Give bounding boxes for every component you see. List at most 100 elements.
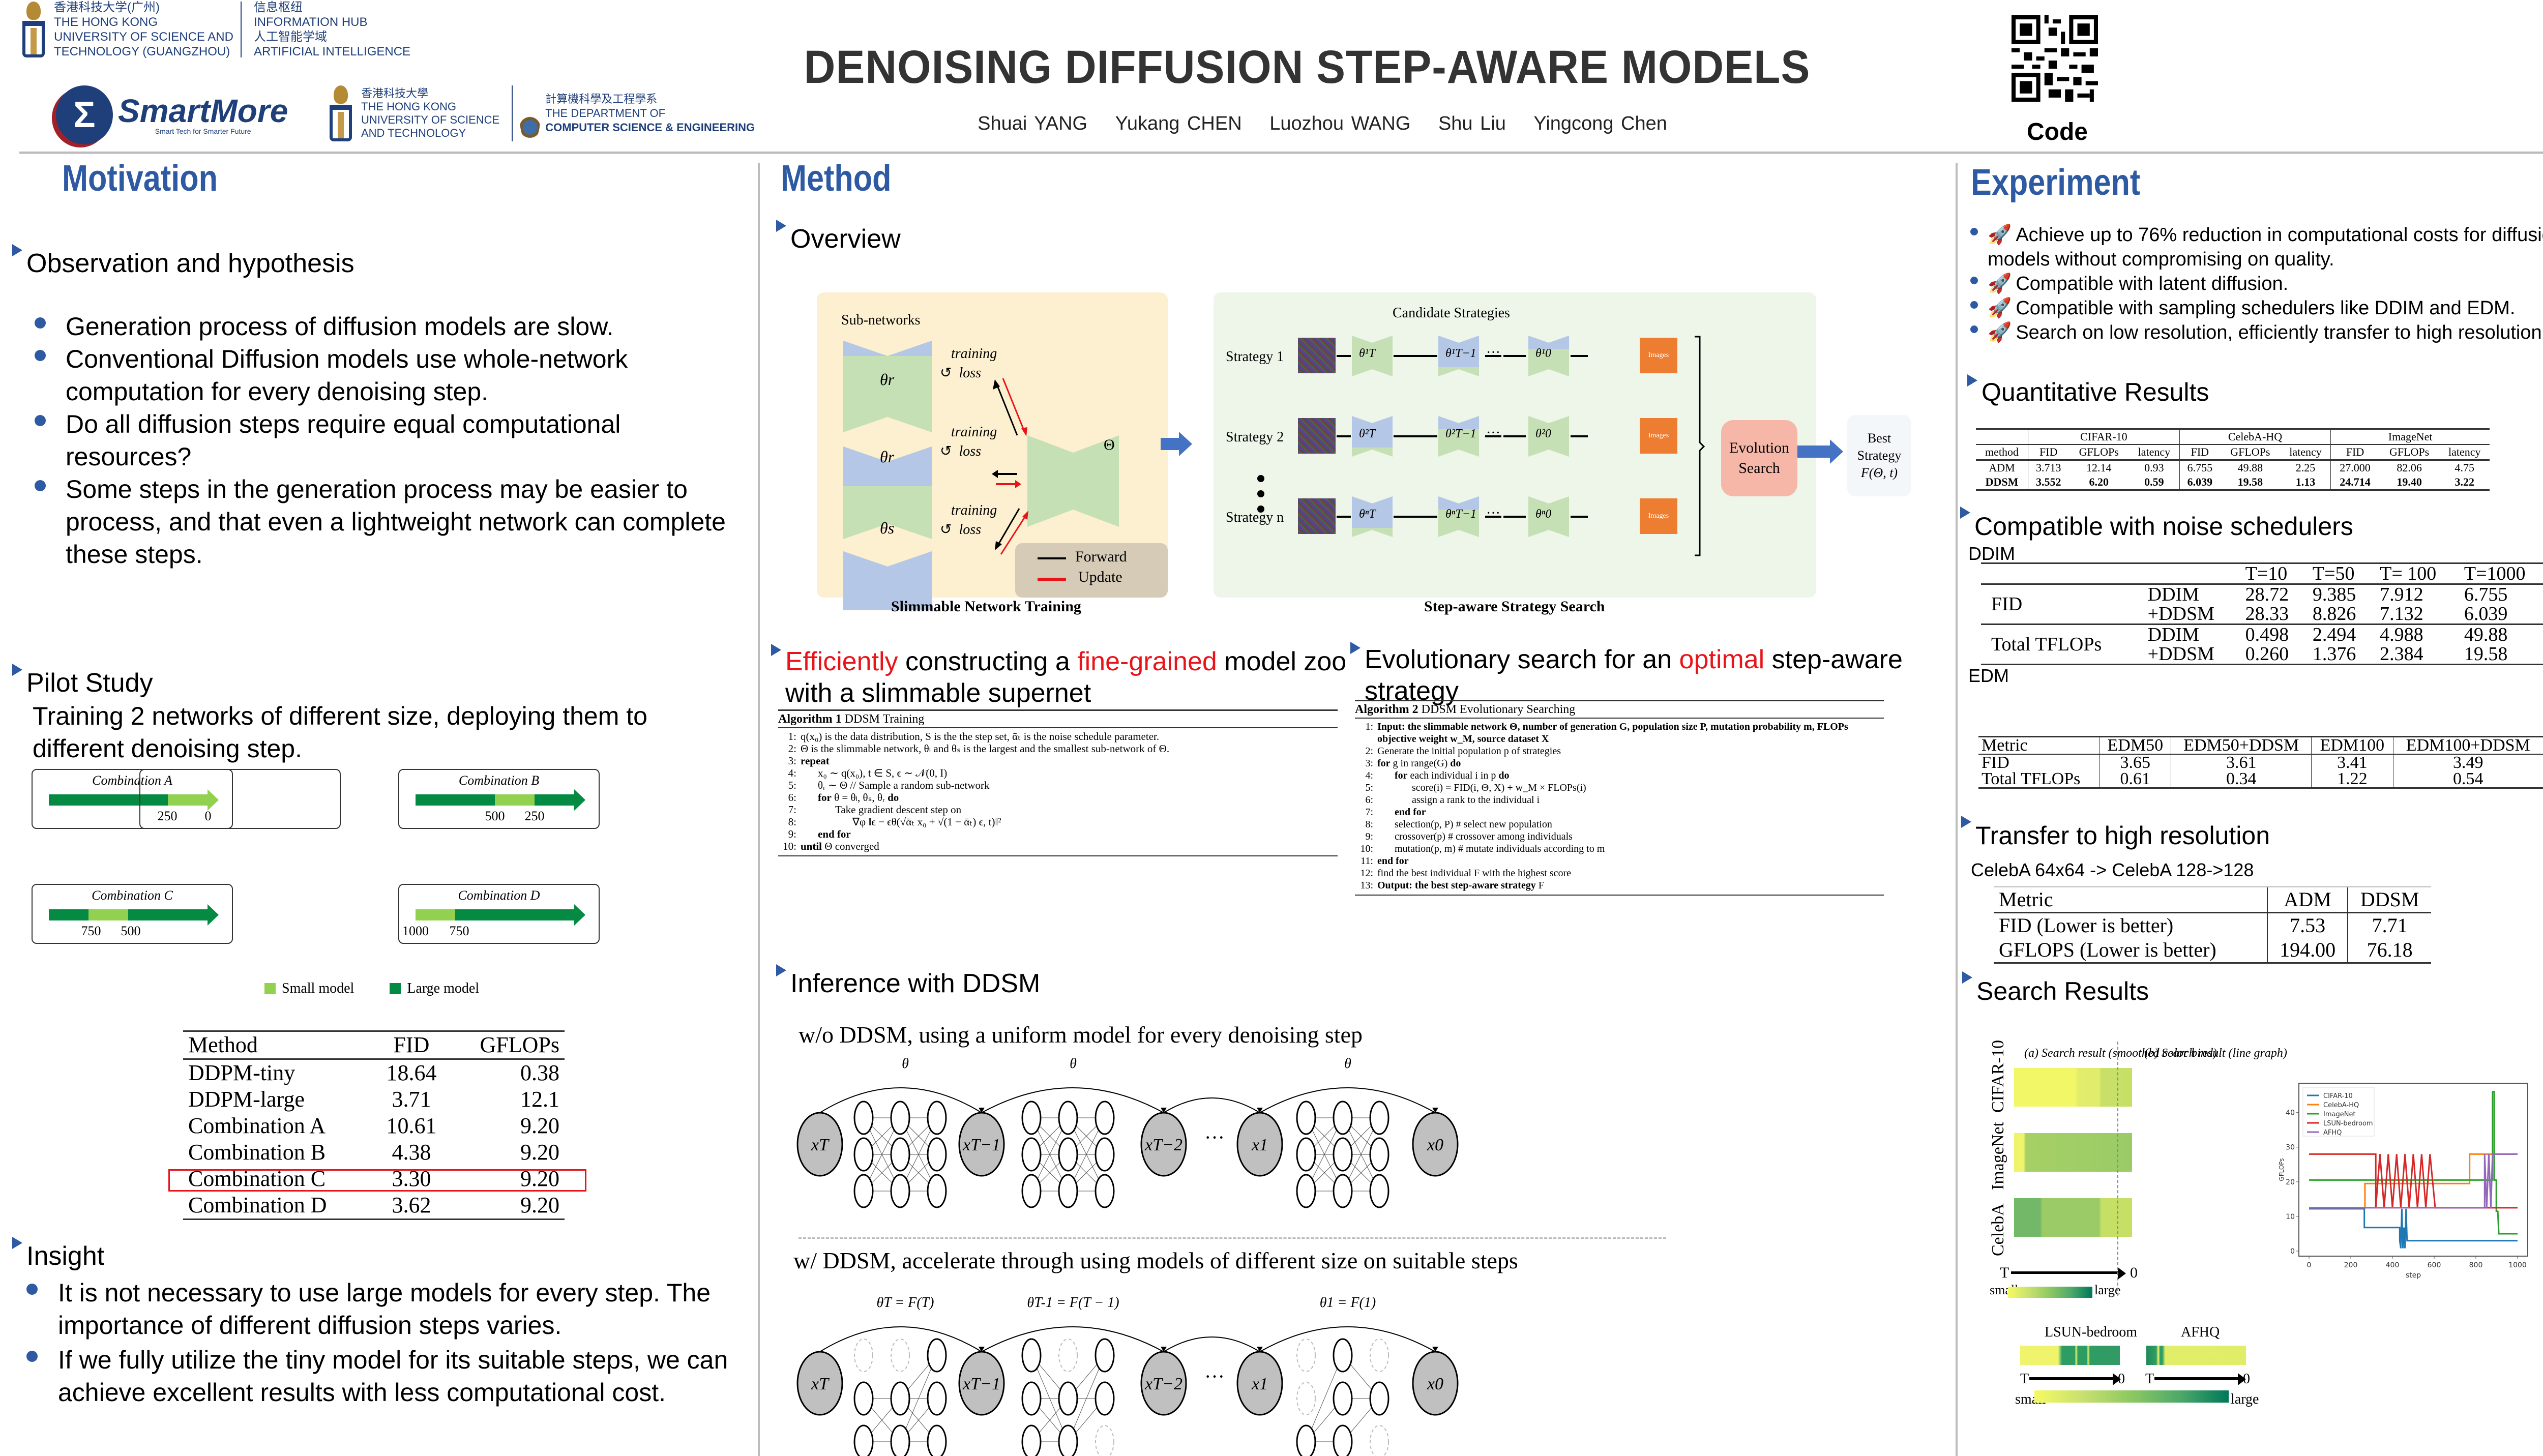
line-number: 5: [1365,782,1373,793]
combination-d-diagram: Combination D 1000 750 [398,884,600,944]
line-number: 1: [788,730,796,742]
heading-text: Efficiently constructing a fine-grained … [785,646,1351,709]
table-cell: 3.61 [2171,754,2312,771]
y-tick-label: 20 [2286,1178,2295,1186]
subnet-hourglass [1528,496,1569,537]
loss-text: loss [959,522,982,538]
triangle-bullet-icon [776,220,786,232]
band-label: CelebA [1989,1203,2007,1256]
line-text: mutation(p, m) # mutate individuals acco… [1395,843,1605,854]
x-tick-label: 600 [2428,1261,2441,1269]
step-arrow-icon [1394,435,1437,437]
chart-legend: CIFAR-10CelebA-HQImageNetLSUN-bedroomAFH… [2302,1087,2375,1137]
table-cell: 9.385 [2312,584,2356,605]
logo-line: TECHNOLOGY (GUANGZHOU) [54,45,230,58]
subnet-hourglass [1528,416,1569,457]
logo-line: 信息枢纽 [253,1,303,14]
logo-line: 計算機科學及工程學系 [545,93,658,105]
algorithm-line: 5:θᵣ ∼ Θ // Sample a random sub-network [778,779,1338,791]
neuron [1095,1338,1115,1373]
smartmore-logo: Σ SmartMore Smart Tech for Smarter Futur… [56,85,288,144]
line-text: Generate the initial population p of str… [1377,746,1561,757]
algorithm-line: 2: Generate the initial population p of s… [1355,745,1884,757]
neuron [1058,1101,1078,1135]
size-colorbar [2008,1287,2092,1298]
logo-line: AND TECHNOLOGY [361,127,466,139]
table-cell: 82.06 [2397,461,2422,474]
transition-arc [819,1326,982,1352]
legend-label: CelebA-HQ [2323,1102,2359,1109]
time-arrow-icon [2154,1373,2246,1385]
step-arrow-icon [1337,435,1351,437]
neuron [853,1137,874,1172]
state-label: xT−2 [1144,1136,1182,1154]
line-number: 2: [1365,746,1373,757]
pilot-heading: Pilot Study [12,664,153,698]
table-cell: 2.25 [2295,461,2316,474]
table-cell: 7.71 [2347,912,2431,938]
neuron [1333,1174,1353,1208]
combination-b-diagram [139,769,341,829]
quantitative-heading: Quantitative Results [1967,374,2209,407]
logo-line: THE DEPARTMENT OF [545,107,666,120]
flow-arrow-icon [1797,439,1843,464]
generated-images-box: Images [1640,498,1677,534]
column-header: FID [393,1032,430,1057]
heading-text: constructing a [898,647,1078,676]
step-arrow-icon [1503,435,1526,437]
table-cell: 6.20 [2089,476,2109,488]
qr-code[interactable] [2012,15,2098,102]
forward-arrow-icon [1038,557,1066,559]
step-tick: 0 [204,809,212,823]
step-model-label: θ¹0 [1535,347,1551,360]
line-number: 10: [783,840,796,852]
column-header: EDM50+DDSM [2171,736,2312,754]
logo-line: THE HONG KONG [54,15,158,29]
scale-large-label: large [2094,1283,2121,1297]
line-number: 8: [788,816,796,828]
algorithm-label: Algorithm 2 [1355,703,1422,716]
small-model-swatch [264,983,276,994]
table-cell: Total TFLOPs [1982,769,2081,788]
line-number: 6: [1365,794,1373,806]
insight-list: It is not necessary to use large models … [24,1276,757,1409]
state-label: xT−1 [962,1375,1000,1393]
state-node [796,1351,843,1416]
generated-images-box: Images [1640,418,1677,454]
triangle-bullet-icon [1967,374,1977,387]
column-header: GFLOPs [2389,445,2430,458]
loss-label: ↺ loss [940,521,981,538]
state-label: xT−2 [1144,1375,1182,1393]
logo-divider [512,85,513,141]
table-cell: 0.59 [2144,476,2164,488]
logo-line: COMPUTER SCIENCE & ENGINEERING [545,121,755,134]
observation-heading: Observation and hypothesis [12,244,354,279]
rocket-icon: 🚀 [1988,273,2012,294]
state-node [958,1351,1005,1416]
neuron [1095,1381,1115,1416]
state-node [1236,1351,1283,1416]
celeba-band [2014,1198,2132,1237]
net-edge [1306,1355,1343,1442]
state-label: xT−1 [962,1136,1000,1154]
algorithm-line: 6:assign a rank to the individual i [1355,794,1884,806]
ellipsis: ··· [1204,1126,1225,1149]
series-line-cifar-10 [2309,1208,2518,1249]
line-text: Θ is the slimmable network, θₗ and θₛ is… [801,742,1170,755]
list-item: 🚀Compatible with sampling schedulers lik… [1968,296,2543,320]
column-header: EDM50 [2099,736,2171,754]
algorithm-line: 13:Output: the best step-aware strategy … [1355,879,1884,892]
large-model-swatch [390,983,401,994]
overview-heading: Overview [776,220,901,254]
step-arrow-icon [1394,516,1437,518]
table-cell: DDPM-tiny [188,1060,295,1085]
step-model-label: θⁿT [1359,508,1376,521]
